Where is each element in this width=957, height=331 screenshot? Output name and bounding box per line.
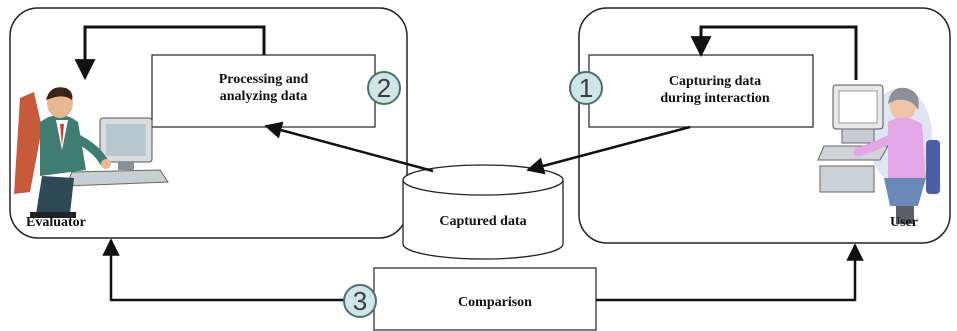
captured-data-storage [402, 164, 564, 260]
arrow-to-evaluator [102, 238, 374, 302]
evaluator-loop-arrow [74, 25, 266, 81]
capturing-label: Capturing data during interaction [610, 73, 820, 107]
processing-label-line1: Processing and [218, 72, 309, 87]
user-loop-arrow [690, 25, 858, 80]
capturing-label-line2: during interaction [660, 91, 770, 106]
user-label: User [890, 215, 918, 230]
capturing-label-line1: Capturing data [668, 74, 762, 89]
step-2-badge: 2 [367, 71, 401, 105]
arrow-to-user [596, 243, 864, 302]
step-1-badge: 1 [569, 71, 603, 105]
arrow-to-processing [264, 121, 434, 173]
arrow-to-storage [526, 125, 691, 175]
processing-label-line2: analyzing data [219, 89, 308, 104]
comparison-box [373, 267, 597, 331]
user-illustration [817, 84, 940, 224]
processing-label: Processing and analyzing data [152, 71, 375, 105]
comparison-label: Comparison [458, 295, 532, 310]
captured-data-label: Captured data [439, 214, 527, 229]
processing-box [151, 54, 376, 128]
evaluator-illustration [14, 87, 169, 218]
evaluator-label: Evaluator [26, 215, 86, 230]
step-3-badge: 3 [343, 284, 377, 318]
